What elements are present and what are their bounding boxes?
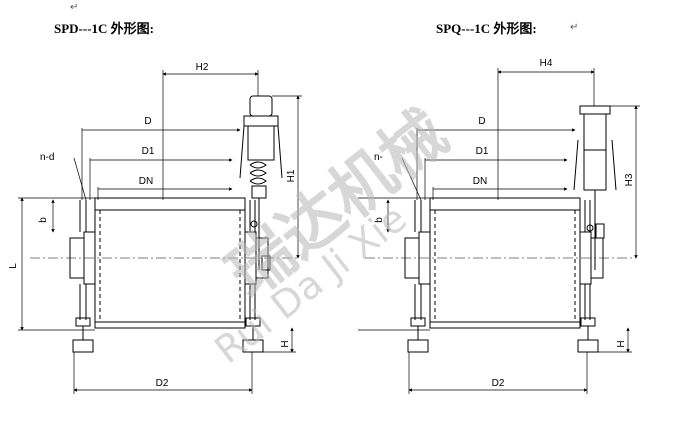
- dim-d2: D2: [156, 378, 169, 389]
- dim-b: b: [38, 217, 49, 223]
- dim-dn: DN: [139, 176, 153, 187]
- title-spq: SPQ---1C 外形图:: [436, 21, 537, 36]
- spq-drawing: [365, 105, 636, 353]
- spring: [249, 161, 267, 185]
- dim-nd-right: n-: [374, 152, 383, 163]
- spq-dimensions: [358, 68, 640, 394]
- pneumatic-cylinder: [583, 113, 607, 191]
- dim-dn-right: DN: [473, 176, 487, 187]
- paragraph-mark-right: ↵: [570, 22, 579, 33]
- dim-h3: H3: [624, 173, 635, 186]
- dim-b-right: b: [374, 217, 385, 223]
- dim-d2-right: D2: [492, 378, 505, 389]
- dim-h: H: [280, 340, 291, 347]
- dim-nd: n-d: [40, 152, 54, 163]
- paragraph-mark-top: ↵: [70, 2, 79, 13]
- solenoid-head: [249, 95, 273, 117]
- cylinder-cap: [579, 105, 611, 115]
- spd-drawing: [30, 95, 300, 353]
- dim-d-right: D: [478, 116, 485, 127]
- watermark: 瑞达机械 Rui Da Ji Xie: [206, 97, 461, 372]
- dim-d: D: [144, 116, 151, 127]
- left-foot: [72, 339, 94, 353]
- dim-h2: H2: [196, 62, 209, 73]
- dim-l: L: [8, 263, 19, 269]
- spd-dimension-labels: H2 D D1 DN n-d b L H H1 D2: [8, 62, 297, 389]
- spq-dimension-labels: H4 D D1 DN n- b H3 H D2: [374, 58, 635, 389]
- dim-d1-right: D1: [476, 146, 489, 157]
- title-spd: SPD---1C 外形图:: [54, 21, 155, 36]
- valve-body-right: [429, 197, 581, 329]
- spd-dimensions: [18, 70, 302, 394]
- dim-h4: H4: [540, 58, 553, 69]
- dim-h-right: H: [616, 340, 627, 347]
- dim-h1: H1: [286, 169, 297, 182]
- dim-d1: D1: [142, 146, 155, 157]
